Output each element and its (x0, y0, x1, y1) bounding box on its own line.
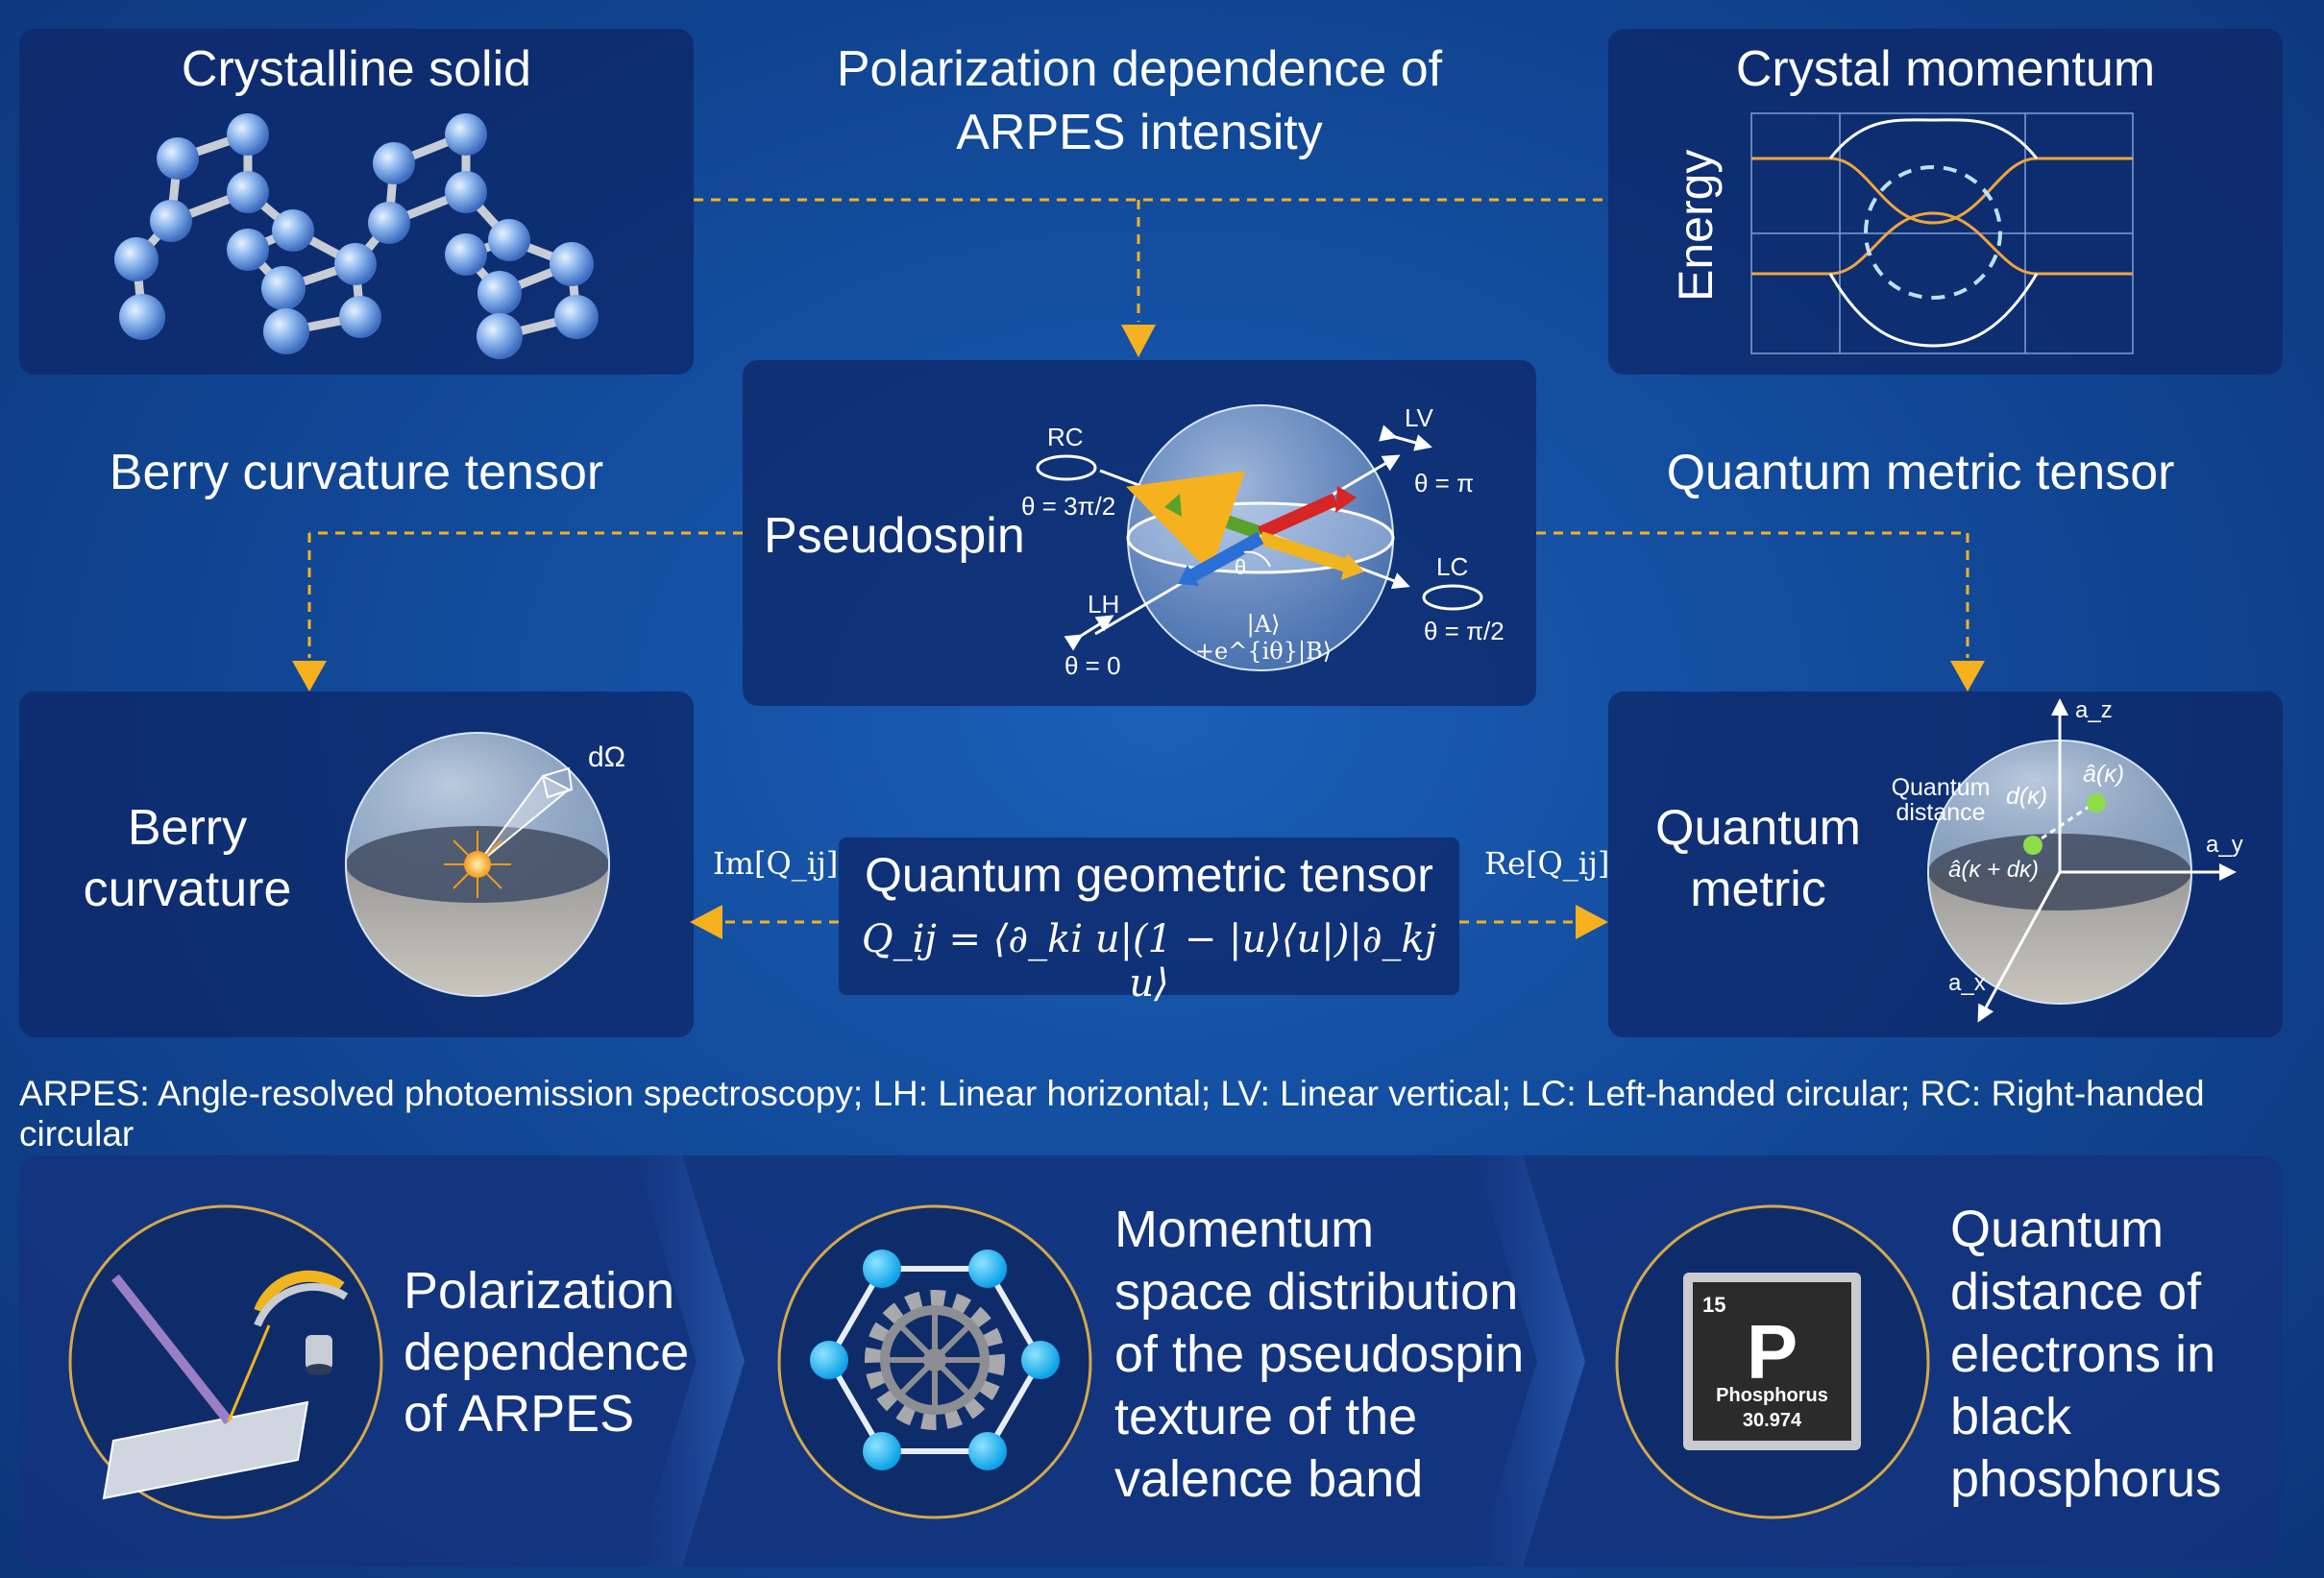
connector-lines (307, 198, 1969, 924)
energy-axis-label: Energy (1669, 149, 1723, 302)
lv-label: LV (1405, 403, 1433, 432)
lc-theta: θ = π/2 (1424, 617, 1504, 645)
berry-curvature-label-line1: Berry (127, 800, 248, 856)
ay-axis-label: a_y (2206, 832, 2243, 858)
quantum-distance-line1: Quantum (1891, 774, 1991, 801)
lh-label: LH (1088, 590, 1120, 619)
element-number: 15 (1702, 1293, 1726, 1317)
berry-curvature-tensor-label: Berry curvature tensor (109, 445, 604, 500)
phosphorus-tile-icon (1683, 1273, 1861, 1450)
qgt-panel (839, 838, 1459, 995)
polarization-title-line1: Polarization dependence of (836, 41, 1443, 97)
qgt-title: Quantum geometric tensor (865, 848, 1433, 902)
re-q-label: Re[Q_ij] (1484, 845, 1610, 882)
element-symbol: P (1746, 1309, 1798, 1395)
theta-angle-label: θ (1235, 555, 1247, 579)
az-axis-label: a_z (2075, 697, 2113, 723)
quantum-distance-line2: distance (1896, 799, 1986, 826)
crystalline-solid-title: Crystalline solid (181, 41, 532, 97)
lv-theta: θ = π (1414, 469, 1475, 498)
berry-curvature-label-line2: curvature (83, 862, 292, 917)
arrow-heads (292, 325, 1985, 939)
banner-chevrons (634, 1155, 1585, 1566)
bloch-sphere-icon (1036, 404, 1483, 671)
pseudospin-gear-icon (810, 1250, 1060, 1470)
footnote: ARPES: Angle-resolved photoemission spec… (19, 1074, 2205, 1153)
polarization-title-line2: ARPES intensity (956, 105, 1323, 160)
quantum-metric-label-line1: Quantum (1655, 800, 1861, 856)
pseudospin-state: |A⟩+e^{iθ}|B⟩ (1194, 611, 1333, 665)
quantum-metric-label-line2: metric (1690, 862, 1826, 917)
quantum-metric-tensor-label: Quantum metric tensor (1666, 445, 2175, 500)
element-mass: 30.974 (1742, 1410, 1802, 1431)
rc-theta: θ = 3π/2 (1021, 492, 1116, 521)
crystal-momentum-title: Crystal momentum (1735, 41, 2156, 97)
metric-sphere-icon (1927, 698, 2237, 1023)
ax-axis-label: a_x (1948, 970, 1986, 996)
crystal-atoms (114, 113, 599, 359)
lh-theta: θ = 0 (1064, 651, 1121, 680)
arpes-setup-icon (102, 1270, 349, 1500)
a-kappa-label: â(κ) (2083, 761, 2125, 788)
im-q-label: Im[Q_ij] (713, 845, 839, 882)
distance-d-label: d(κ) (2006, 783, 2048, 810)
element-name: Phosphorus (1716, 1385, 1828, 1406)
pseudospin-title: Pseudospin (764, 508, 1025, 564)
berry-sphere-icon (345, 732, 610, 997)
solid-angle-label: dΩ (588, 741, 626, 773)
band-structure-plot (1750, 112, 2134, 354)
rc-label: RC (1047, 423, 1084, 451)
lc-label: LC (1436, 552, 1469, 581)
a-kappa-dk-label: â(κ + dκ) (1948, 857, 2040, 883)
qgt-formula: Q_ij = ⟨∂_ki u|(1 − |u⟩⟨u|)|∂_kj u⟩ (861, 917, 1437, 1006)
crystal-momentum-panel (1608, 29, 2283, 375)
